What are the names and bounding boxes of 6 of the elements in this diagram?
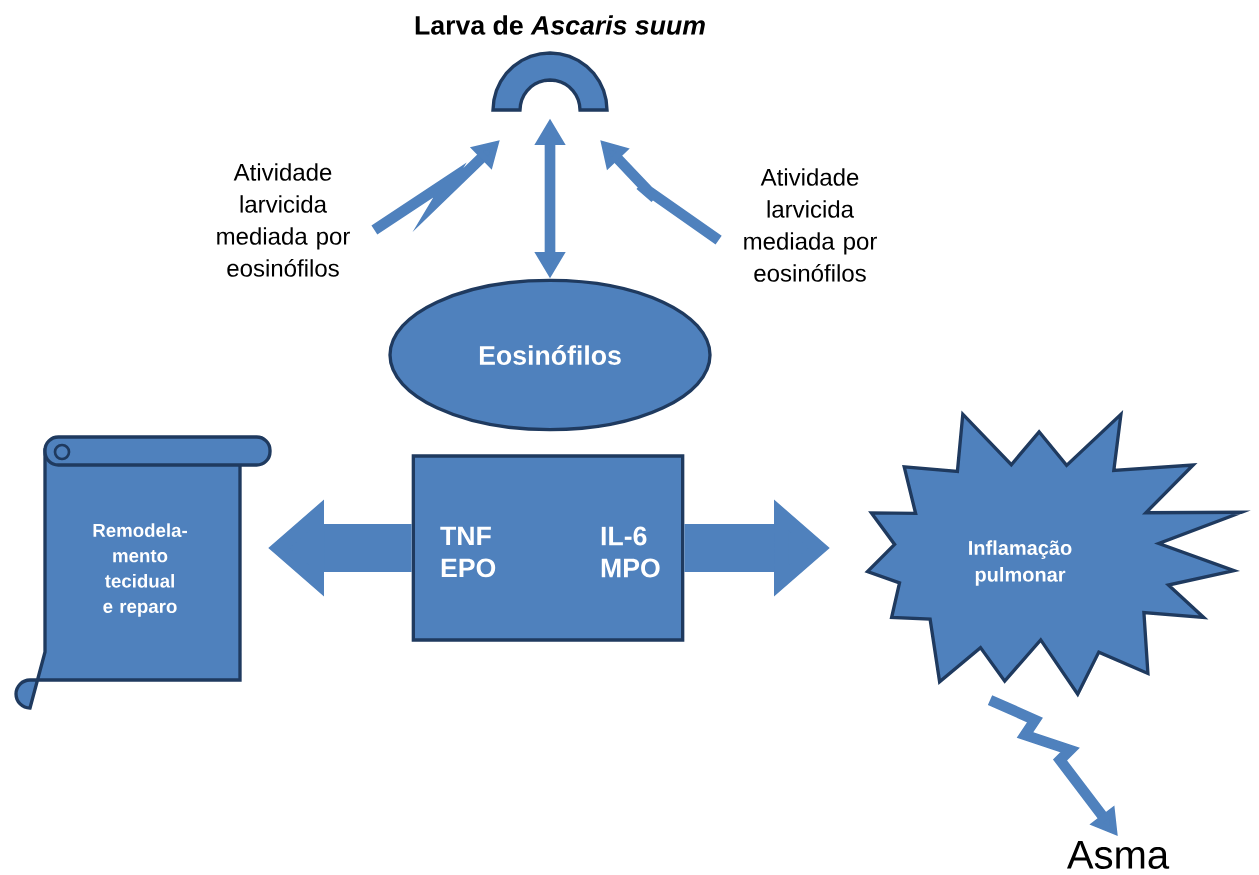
cytokine-box: TNF EPO IL-6 MPO <box>411 454 685 642</box>
title: Larva de Ascaris suum <box>415 15 705 35</box>
annotation: Atividade larvicida mediada por eosinófilos <box>217 163 350 277</box>
label: Asma <box>1067 841 1170 869</box>
annotation: Atividade larvicida mediada por eosinófilos <box>744 168 877 282</box>
starburst: Inflamação pulmonar <box>864 409 1251 698</box>
